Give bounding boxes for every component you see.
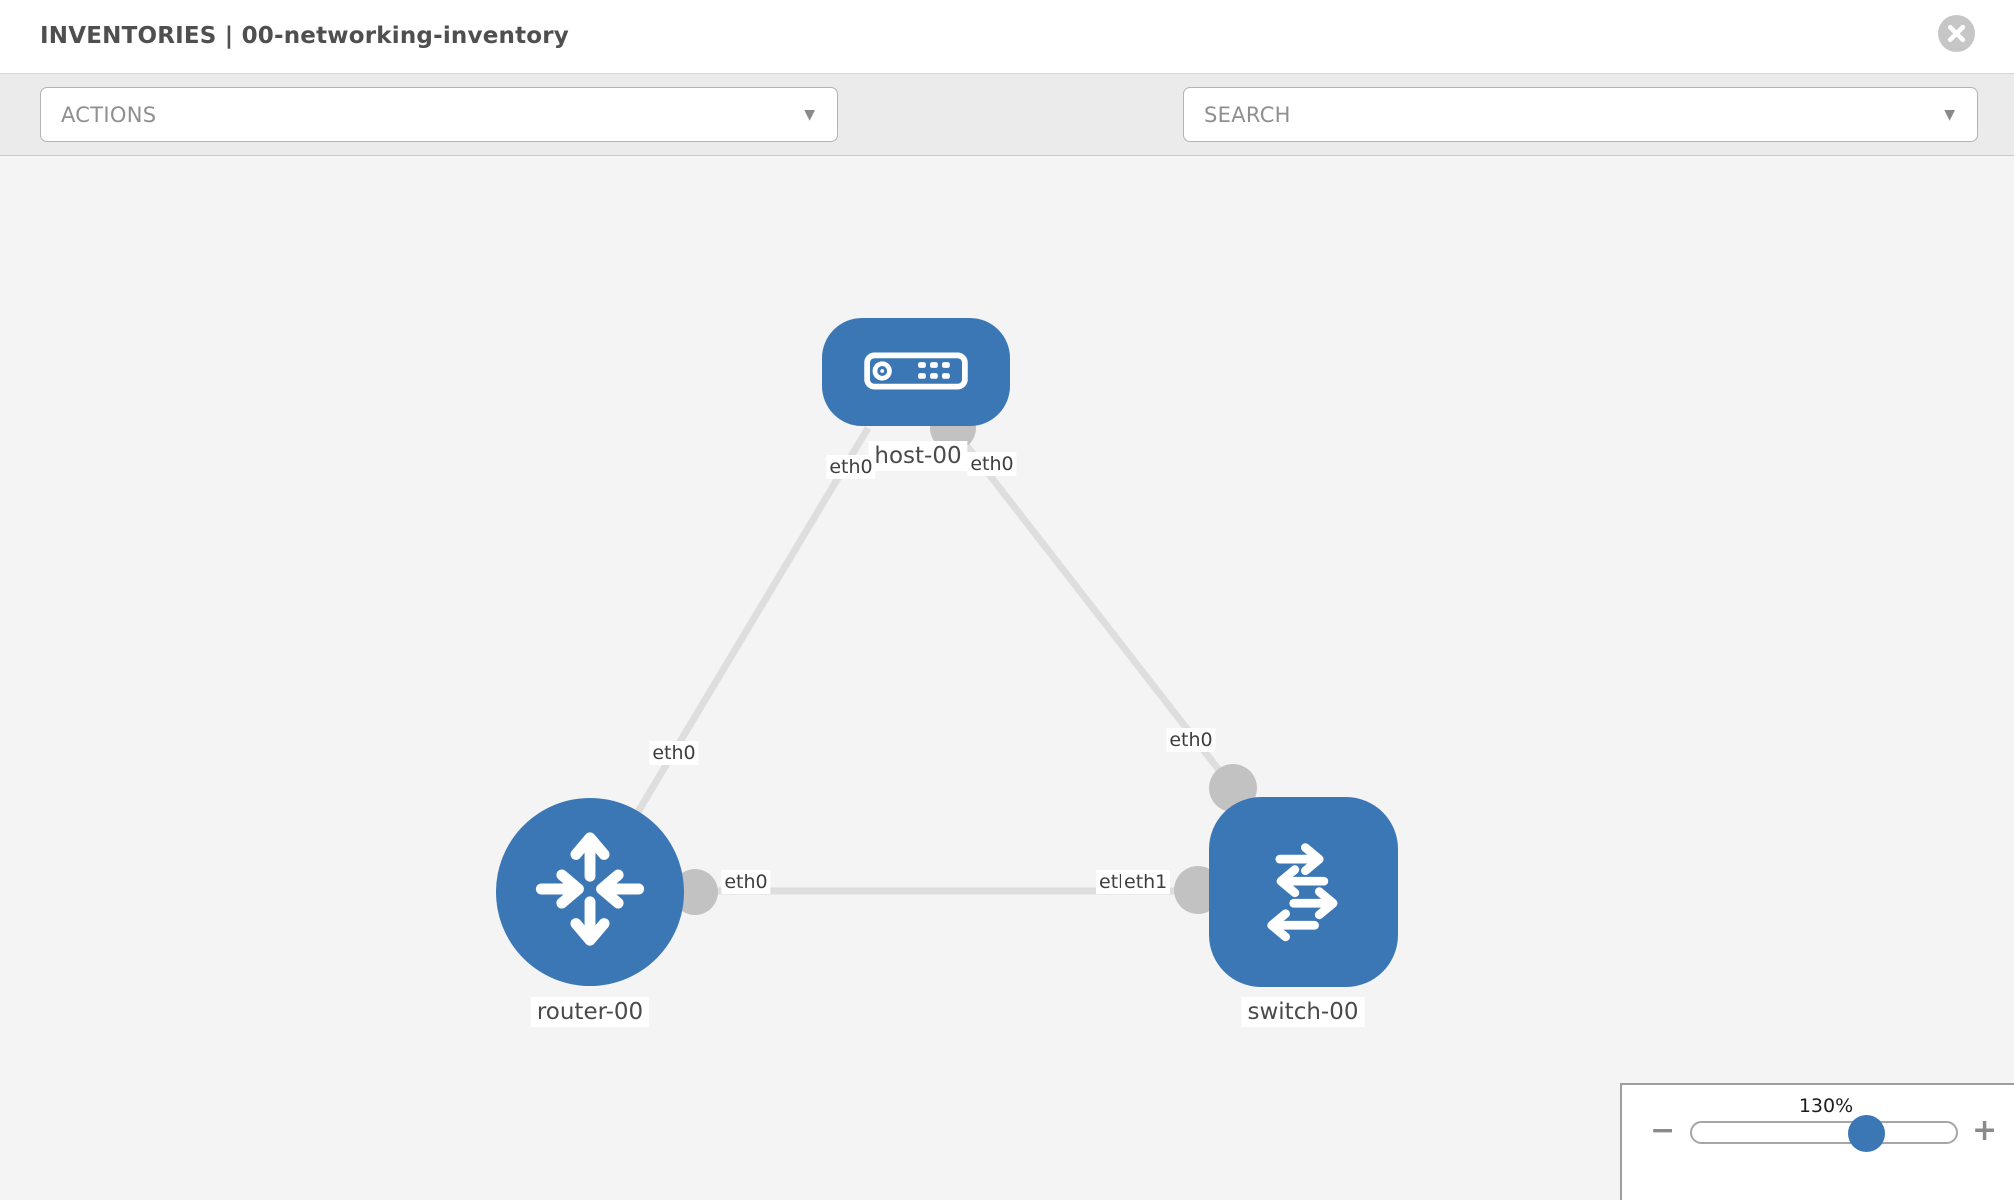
search-dropdown[interactable]: SEARCH ▼ [1183, 87, 1978, 142]
chevron-down-icon: ▼ [1944, 106, 1955, 123]
port-label-eth0: eth0 [649, 741, 699, 765]
node-switch-00[interactable] [1209, 797, 1398, 987]
node-host-00[interactable] [822, 318, 1010, 426]
zoom-slider-thumb[interactable] [1848, 1115, 1885, 1152]
node-label-router: router-00 [530, 997, 650, 1027]
port-label-eth0: eth0 [826, 455, 876, 479]
topology-links [586, 405, 1303, 915]
port-connector [672, 869, 718, 915]
zoom-control-panel: 130% − + [1620, 1083, 2014, 1200]
search-dropdown-label: SEARCH [1204, 102, 1291, 127]
switch-icon [1267, 843, 1338, 942]
zoom-out-button[interactable]: − [1650, 1113, 1676, 1148]
zoom-in-button[interactable]: + [1972, 1113, 1998, 1148]
node-label-switch: switch-00 [1241, 997, 1365, 1027]
page-title: INVENTORIES | 00-networking-inventory [40, 23, 569, 49]
port-label-eth1: eth1 [1121, 870, 1171, 894]
node-label-host: host-00 [868, 441, 968, 471]
node-router-00[interactable] [496, 798, 684, 986]
host-icon [864, 352, 968, 390]
header: INVENTORIES | 00-networking-inventory [0, 0, 2014, 73]
port-label-eth0: eth0 [967, 452, 1017, 476]
chevron-down-icon: ▼ [804, 106, 815, 123]
actions-dropdown-label: ACTIONS [61, 102, 157, 127]
zoom-slider-track[interactable] [1690, 1115, 1958, 1152]
zoom-level-value: 130% [1798, 1095, 1854, 1117]
toolbar: ACTIONS ▼ SEARCH ▼ [0, 73, 2014, 203]
close-icon[interactable] [1938, 15, 1975, 52]
actions-dropdown[interactable]: ACTIONS ▼ [40, 87, 838, 142]
router-icon [535, 832, 645, 946]
port-label-eth0: eth0 [1166, 728, 1216, 752]
port-label-eth0: eth0 [721, 870, 771, 894]
topology-canvas[interactable]: host-00 router-00 switch-00 eth0 eth0 et… [0, 156, 2014, 1200]
